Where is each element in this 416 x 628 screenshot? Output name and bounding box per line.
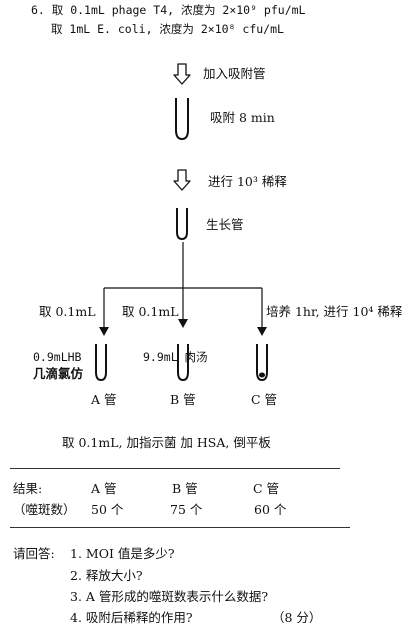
test-tube-a-icon [95,344,107,382]
arrow-head-icon [257,327,267,336]
result-tube-c-name: C 管 [253,481,280,496]
step-add-label: 加入吸附管 [203,66,266,81]
step-dilute-label: 进行 10³ 稀释 [208,174,287,189]
test-tube-b-icon [177,344,189,382]
branch-left-label: 取 0.1mL [39,304,96,319]
tube-a-contents-2: 几滴氯仿 [33,366,84,381]
score-label: （8 分） [272,610,322,625]
tube-a-label: A 管 [91,392,117,407]
test-tube-c-icon [256,344,268,382]
result-tube-b-name: B 管 [172,481,198,496]
problem-line-1: 6. 取 0.1mL phage T4, 浓度为 2×10⁹ pfu/mL [31,3,306,17]
test-tube-icon [175,98,189,141]
tube-b-label: B 管 [170,392,196,407]
step-adsorb-label: 吸附 8 min [210,110,275,125]
questions-prompt: 请回答: [13,546,55,561]
result-tube-a-name: A 管 [91,481,117,496]
results-sub-label: （噬斑数） [13,502,76,517]
tube-b-contents: 9.9mL 肉汤 [143,350,208,364]
arrow-head-icon [178,319,188,328]
question-3: 3. A 管形成的噬斑数表示什么数据? [70,589,269,604]
tube-a-contents-1: 0.9mLHB [33,350,82,364]
tube-c-label: C 管 [251,392,278,407]
plating-instruction: 取 0.1mL, 加指示菌 加 HSA, 倒平板 [62,435,271,450]
result-tube-a-count: 50 个 [91,502,124,517]
problem-line-2: 取 1mL E. coli, 浓度为 2×10⁸ cfu/mL [51,22,284,36]
branch-mid-label: 取 0.1mL [122,304,179,319]
down-arrow-icon [173,169,191,191]
growth-tube-label: 生长管 [206,217,244,232]
divider-bottom [10,527,350,528]
result-tube-c-count: 60 个 [254,502,287,517]
divider-top [10,468,340,469]
question-1: 1. MOI 值是多少? [70,546,175,561]
question-4: 4. 吸附后稀释的作用? [70,610,193,625]
test-tube-icon [176,208,188,241]
branch-right-label: 培养 1hr, 进行 10⁴ 稀释 [266,304,403,319]
result-tube-b-count: 75 个 [170,502,203,517]
results-label: 结果: [13,481,43,496]
arrow-head-icon [99,327,109,336]
question-2: 2. 释放大小? [70,568,143,583]
down-arrow-icon [173,63,191,85]
